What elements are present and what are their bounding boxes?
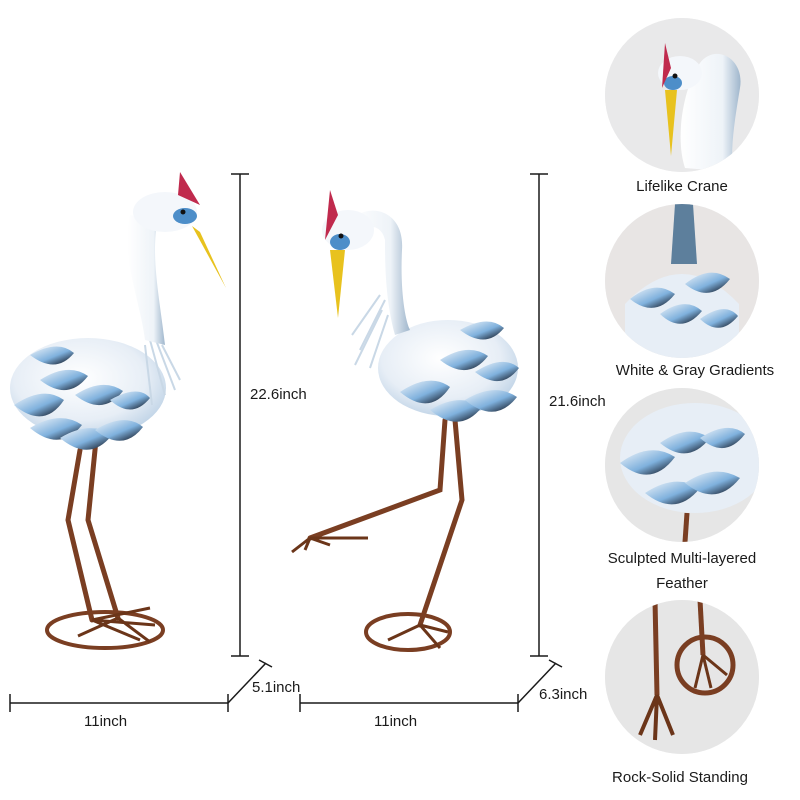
crane-head-closeup	[605, 18, 759, 172]
crane-neck-closeup	[605, 204, 759, 358]
feature-label-gradients: White & Gray Gradients	[615, 362, 775, 379]
feature-label-feather-line1: Sculpted Multi-layered	[607, 550, 757, 567]
crane-right	[291, 190, 519, 652]
crane-right-width-label: 11inch	[374, 713, 418, 730]
feature-label-feather-line2: Feather	[656, 575, 708, 592]
crane-left	[10, 172, 226, 650]
crane-left-height-label: 22.6inch	[250, 386, 307, 403]
crane-left-width-label: 11inch	[84, 713, 128, 730]
feather-closeup	[605, 388, 759, 542]
dimension-lines	[9, 173, 563, 712]
feature-label-lifelike: Lifelike Crane	[636, 178, 728, 195]
feature-label-standing: Rock-Solid Standing	[612, 769, 748, 786]
crane-right-depth-label: 6.3inch	[539, 686, 588, 703]
crane-left-depth-label: 5.1inch	[252, 679, 301, 696]
crane-right-height-label: 21.6inch	[549, 393, 606, 410]
stand-base-closeup	[605, 600, 759, 754]
